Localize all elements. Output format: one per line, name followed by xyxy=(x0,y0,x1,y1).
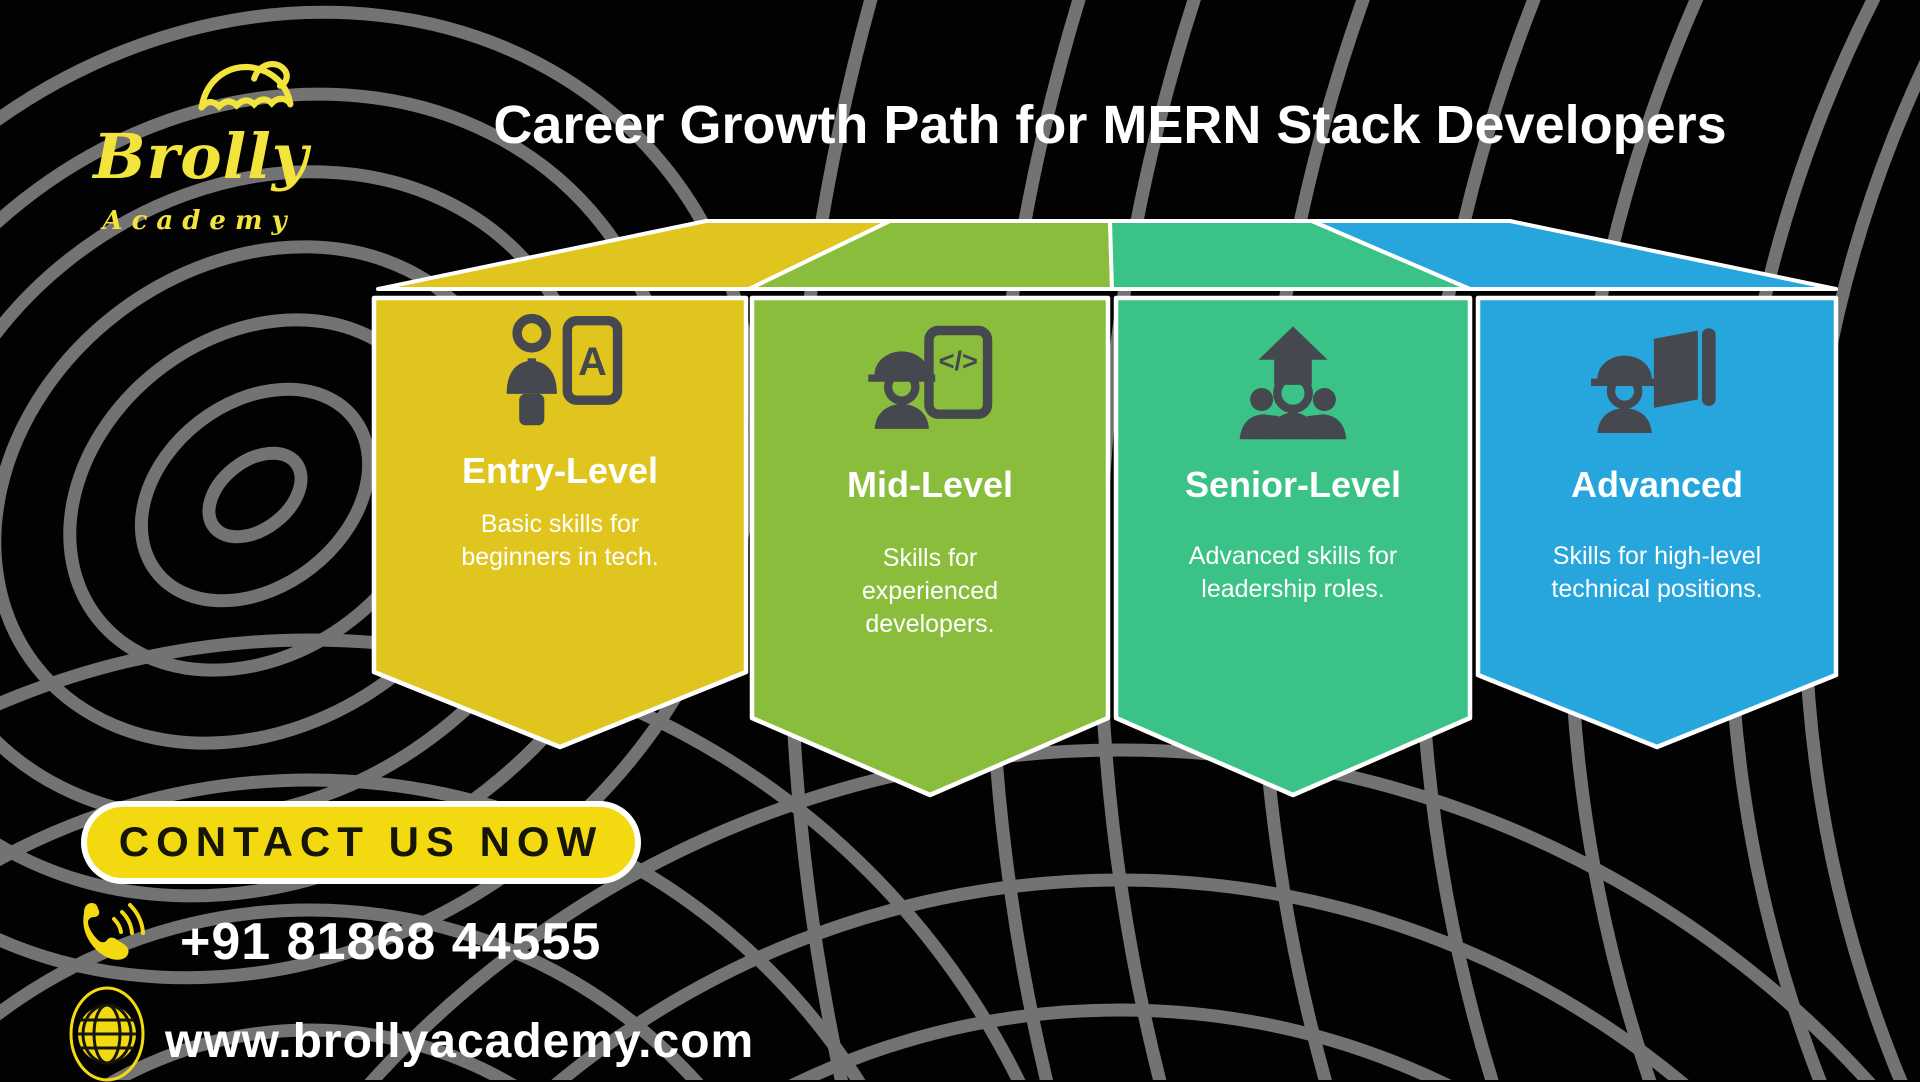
brand-name: Brolly xyxy=(93,120,309,193)
banner-card-senior: Senior-Level Advanced skills for leaders… xyxy=(1116,324,1470,606)
banner-description: Skills for experienced developers. xyxy=(861,544,999,638)
banner-title: Mid-Level xyxy=(846,464,1014,505)
banner-title: Advanced xyxy=(1570,464,1744,505)
umbrella-icon xyxy=(198,60,294,111)
roof-quad-advanced xyxy=(1310,219,1838,291)
ribbon-roof xyxy=(376,219,1838,291)
contact-button[interactable]: CONTACT US NOW xyxy=(81,801,641,884)
engineer-blueprint-icon xyxy=(1591,328,1716,434)
banner-shape-advanced xyxy=(1475,295,1839,750)
page-title: Career Growth Path for MERN Stack Develo… xyxy=(493,95,1727,155)
banner-title: Senior-Level xyxy=(1184,464,1402,505)
phone-icon xyxy=(83,902,145,960)
svg-text:A: A xyxy=(578,340,607,384)
ribbon-banners xyxy=(371,295,1839,798)
banner-shape-mid xyxy=(749,295,1111,798)
website-row[interactable] xyxy=(68,986,148,1082)
banner-description: Skills for high-level technical position… xyxy=(1551,542,1763,603)
phone-row[interactable] xyxy=(76,902,146,970)
developer-code-icon: </> xyxy=(868,325,993,429)
presenter-board-icon: A xyxy=(506,313,623,426)
website-url[interactable]: www.brollyacademy.com xyxy=(165,1015,755,1068)
banner-card-mid: </> Mid-Level Skills for experienced dev… xyxy=(752,324,1108,641)
banner-title: Entry-Level xyxy=(461,450,659,491)
brand-logo: Brolly Academy xyxy=(62,54,362,254)
banner-description: Basic skills for beginners in tech. xyxy=(461,510,659,571)
banner-shape-senior xyxy=(1113,295,1473,798)
svg-text:</>: </> xyxy=(939,345,978,376)
team-promotion-icon xyxy=(1239,326,1347,440)
brand-subtitle: Academy xyxy=(102,206,296,236)
banner-shape-entry xyxy=(371,295,749,750)
globe-icon xyxy=(69,986,145,1082)
phone-number[interactable]: +91 81868 44555 xyxy=(180,913,602,971)
banner-card-advanced: Advanced Skills for high-level technical… xyxy=(1478,324,1836,606)
banner-card-entry: A Entry-Level Basic skills for beginners… xyxy=(374,310,746,574)
banner-description: Advanced skills for leadership roles. xyxy=(1188,542,1398,603)
